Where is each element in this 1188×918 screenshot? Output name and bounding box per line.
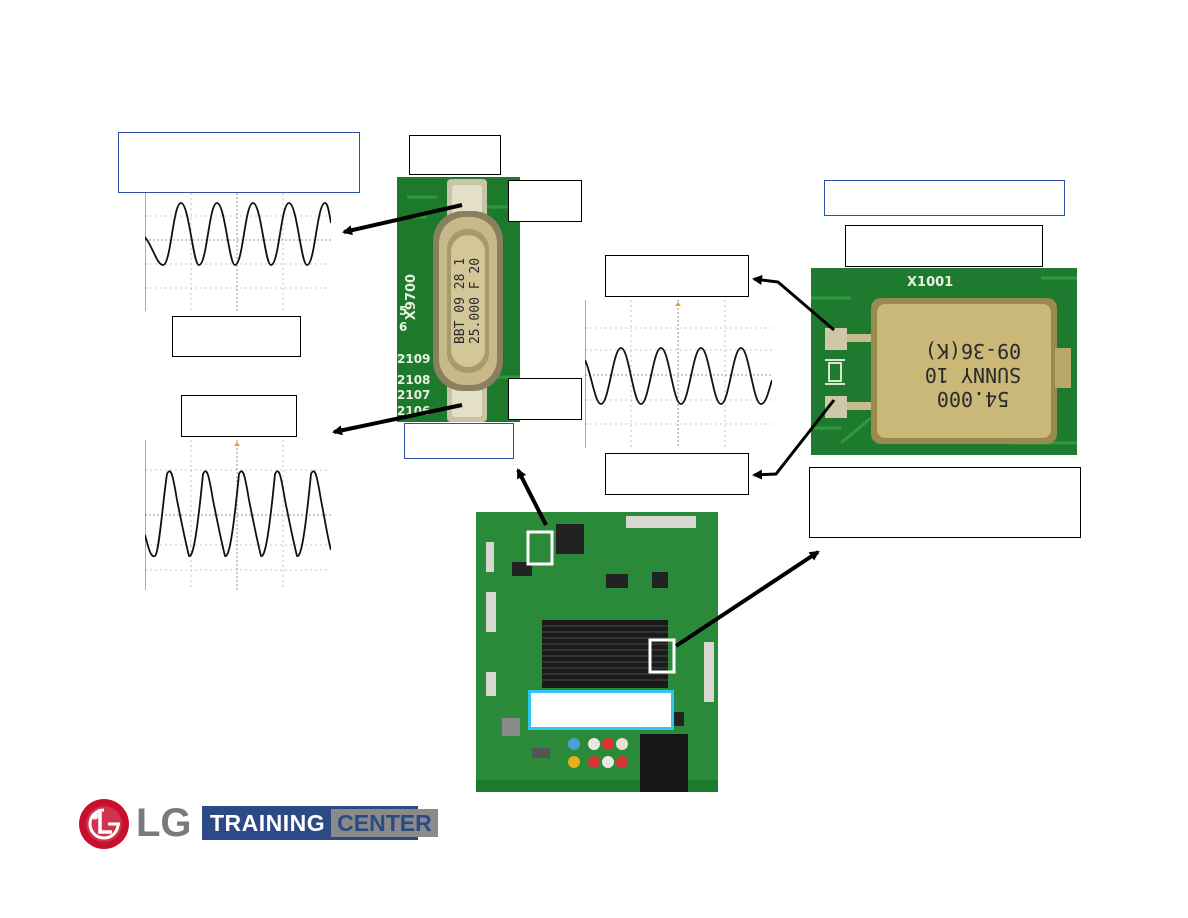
- silk-number-2108: 2108: [397, 373, 430, 387]
- arrow-to-mid-top-label: [752, 275, 835, 332]
- silk-number-5: 5: [399, 304, 407, 318]
- top-left-label-box: [118, 132, 360, 193]
- silk-number-6: 6: [399, 320, 407, 334]
- silk-ref-x9700: X9700: [404, 274, 419, 320]
- silk-number-2107: 2107: [397, 388, 430, 402]
- crystal-right-marking-line1: 54.000: [937, 387, 1009, 411]
- arrow-to-crystal-label: [516, 468, 548, 526]
- crystal-right-marking-line2: SUNNY 10: [925, 363, 1021, 387]
- crystal-right-marking-line3: 09-36(K): [925, 339, 1021, 363]
- top-left-freq-label: [172, 316, 301, 357]
- mid-right-bottom-label: [605, 453, 749, 495]
- crystal-x1001-photo: X1001 54.000 SUNNY 10 09-36(K): [811, 268, 1077, 455]
- crystal-marking-line2: 25.000 F 20: [468, 258, 483, 344]
- arrow-to-bottom-left-waveform: [332, 403, 463, 436]
- crystal-pin-top-label: [508, 180, 582, 222]
- lg-training-center-logo: LG TRAINING CENTER: [78, 796, 438, 852]
- right-crystal-label: [845, 225, 1043, 267]
- distorted-waveform-graphic: [145, 440, 331, 590]
- sine-waveform-center-graphic: [585, 300, 772, 448]
- lg-face-icon: [79, 799, 129, 849]
- crystal-part-label-blue: [404, 423, 514, 459]
- arrow-to-mid-bottom-label: [752, 399, 836, 480]
- bottom-left-label-box: [181, 395, 297, 437]
- center-text: CENTER: [331, 809, 438, 837]
- arrow-to-top-left-waveform: [342, 203, 463, 236]
- waveform-scope-center: [585, 300, 772, 448]
- crystal-marking-line1: BBT 09 28 1: [453, 258, 468, 344]
- crystal-x9700-photo: BBT 09 28 1 25.000 F 20 X9700 5 6 2109 2…: [397, 177, 520, 422]
- silk-ref-x1001: X1001: [907, 275, 953, 290]
- board-highlight-label: [528, 690, 674, 730]
- waveform-scope-top-left: [145, 193, 331, 311]
- crystal-pin-bottom-label: [508, 378, 582, 420]
- crystal-top-label-box: [409, 135, 501, 175]
- sine-waveform-graphic: [145, 193, 331, 311]
- mid-right-top-label: [605, 255, 749, 297]
- arrow-to-right-crystal: [674, 550, 820, 648]
- right-top-label-blue: [824, 180, 1065, 216]
- training-center-bar: TRAINING CENTER: [202, 806, 438, 840]
- training-text: TRAINING: [210, 809, 326, 836]
- lg-brand-text: LG: [136, 801, 192, 845]
- waveform-scope-bottom-left: [145, 440, 331, 590]
- silk-number-2109: 2109: [397, 352, 430, 366]
- right-bottom-description-box: [809, 467, 1081, 538]
- main-board-photo: [476, 512, 718, 792]
